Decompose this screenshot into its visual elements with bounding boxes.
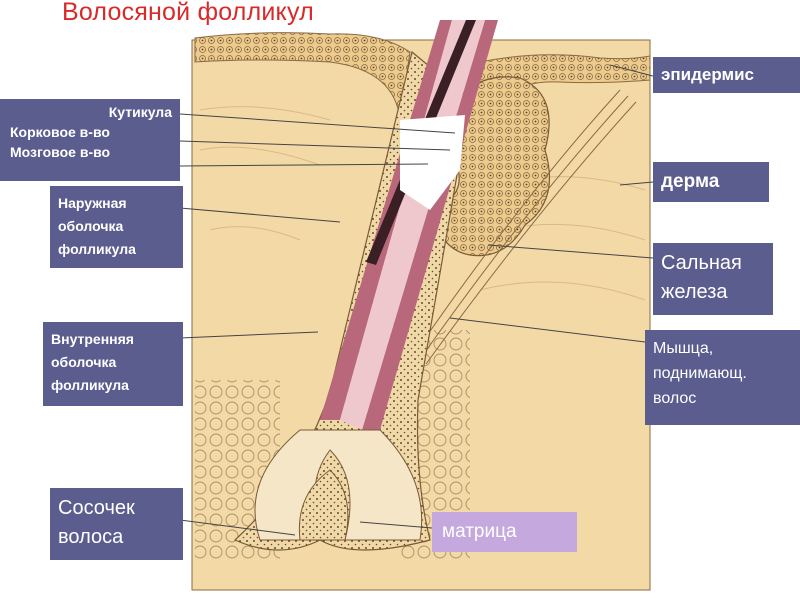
arrector-muscle <box>409 89 637 365</box>
label-outer-sheath: Наружная оболочка фолликула <box>50 186 183 268</box>
label-hair-layers: Кутикула Корковое в-во Мозговое в-во <box>0 99 180 181</box>
label-papilla: Сосочек волоса <box>50 488 183 560</box>
label-sebaceous-gland: Сальная железа <box>653 243 773 315</box>
white-gap <box>400 115 465 210</box>
label-medulla: Мозговое в-во <box>10 144 111 160</box>
label-arrector-muscle: Мышца, поднимающ. волос <box>645 330 800 425</box>
dermal-papilla <box>298 469 349 541</box>
label-dermis: дерма <box>653 162 769 202</box>
label-inner-sheath: Внутренняя оболочка фолликула <box>43 322 183 406</box>
leader-lines <box>179 64 654 536</box>
hair-bulb <box>254 429 423 541</box>
label-matrix: матрица <box>432 512 577 552</box>
page-title: Волосяной фолликул <box>62 0 314 26</box>
label-cortex: Корковое в-во <box>10 124 110 140</box>
label-epidermis: эпидермис <box>653 57 800 93</box>
label-cuticle: Кутикула <box>108 104 172 120</box>
